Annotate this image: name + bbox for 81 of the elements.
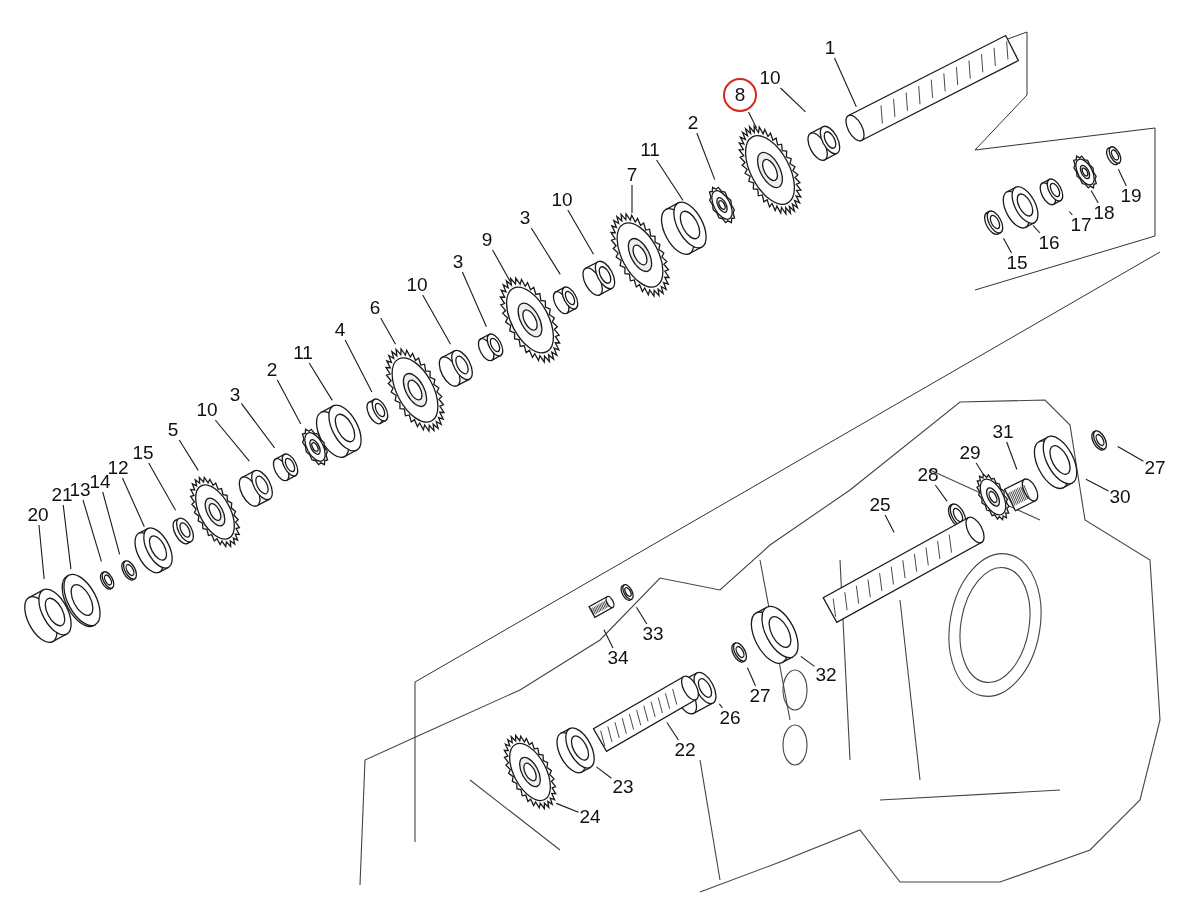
leader-line (1068, 210, 1073, 216)
callout-number: 20 (26, 505, 50, 525)
leader-line (1085, 478, 1109, 492)
leader-line (344, 339, 373, 393)
callout-number: 11 (639, 140, 661, 160)
callout-number: 30 (1108, 487, 1132, 507)
leader-line (746, 667, 757, 687)
leader-line (422, 294, 452, 345)
leader-line (62, 504, 72, 570)
leader-line (240, 402, 276, 449)
callout-number: 18 (1092, 203, 1116, 223)
leader-line (567, 209, 595, 255)
leader-line (148, 462, 177, 511)
callout-number: 24 (578, 807, 602, 827)
leader-line (1117, 445, 1144, 462)
circled-callout-number: 8 (723, 78, 757, 112)
callout-number: 10 (195, 400, 219, 420)
callout-number: 10 (405, 275, 429, 295)
callout-number: 26 (718, 708, 742, 728)
callout-number: 19 (1119, 186, 1143, 206)
callout-number: 4 (333, 320, 347, 340)
leader-line (1090, 189, 1099, 204)
callout-number: 3 (518, 208, 532, 228)
callout-number: 16 (1037, 233, 1061, 253)
callout-number: 7 (625, 165, 639, 185)
leader-line (530, 227, 561, 275)
leader-line (934, 484, 948, 502)
callout-number: 31 (991, 422, 1015, 442)
leader-line (82, 499, 102, 562)
callout-number: 33 (641, 624, 665, 644)
callout-number: 5 (166, 420, 180, 440)
callout-number: 3 (451, 252, 465, 272)
callout-number: 10 (758, 68, 782, 88)
leader-line (800, 655, 815, 667)
callout-number: 10 (550, 190, 574, 210)
leader-line (595, 766, 612, 779)
leader-line (1002, 237, 1013, 254)
leader-line (380, 317, 397, 345)
leader-line (38, 524, 45, 580)
callout-number: 28 (916, 465, 940, 485)
leader-line (102, 491, 121, 555)
leader-line (1117, 168, 1127, 187)
callout-number: 23 (611, 777, 635, 797)
leader-line (635, 606, 648, 625)
callout-number: 6 (368, 298, 382, 318)
leader-line (631, 184, 633, 214)
callout-number: 25 (868, 495, 892, 515)
leader-line (884, 514, 895, 534)
leader-line (779, 87, 807, 113)
callout-number: 11 (292, 343, 314, 363)
callout-number: 9 (480, 230, 494, 250)
leader-line (308, 362, 333, 401)
leader-line (747, 111, 758, 129)
leader-line (666, 721, 679, 741)
leader-line (555, 802, 579, 813)
leader-line (276, 379, 302, 425)
callout-number: 1 (823, 38, 837, 58)
callout-number: 2 (686, 113, 700, 133)
leader-line (461, 271, 487, 328)
callout-number: 22 (673, 740, 697, 760)
leader-line (121, 477, 145, 528)
leader-line (1006, 441, 1018, 471)
callout-number: 17 (1069, 215, 1093, 235)
leader-line (833, 57, 857, 108)
leader-line (975, 462, 985, 477)
leader-line (1032, 224, 1041, 234)
leader-line (178, 439, 199, 471)
leader-line (656, 159, 684, 201)
callout-number: 27 (1143, 458, 1167, 478)
leader-line (718, 703, 724, 709)
callout-number: 34 (606, 648, 630, 668)
callout-number: 15 (131, 443, 155, 463)
leader-line (696, 132, 716, 181)
callout-number: 3 (228, 385, 242, 405)
callout-number: 27 (748, 686, 772, 706)
leader-line (214, 419, 250, 462)
callout-number: 15 (1005, 253, 1029, 273)
callout-number: 2 (265, 360, 279, 380)
leader-line (603, 629, 614, 649)
callout-number: 32 (814, 665, 838, 685)
callout-number: 29 (958, 443, 982, 463)
